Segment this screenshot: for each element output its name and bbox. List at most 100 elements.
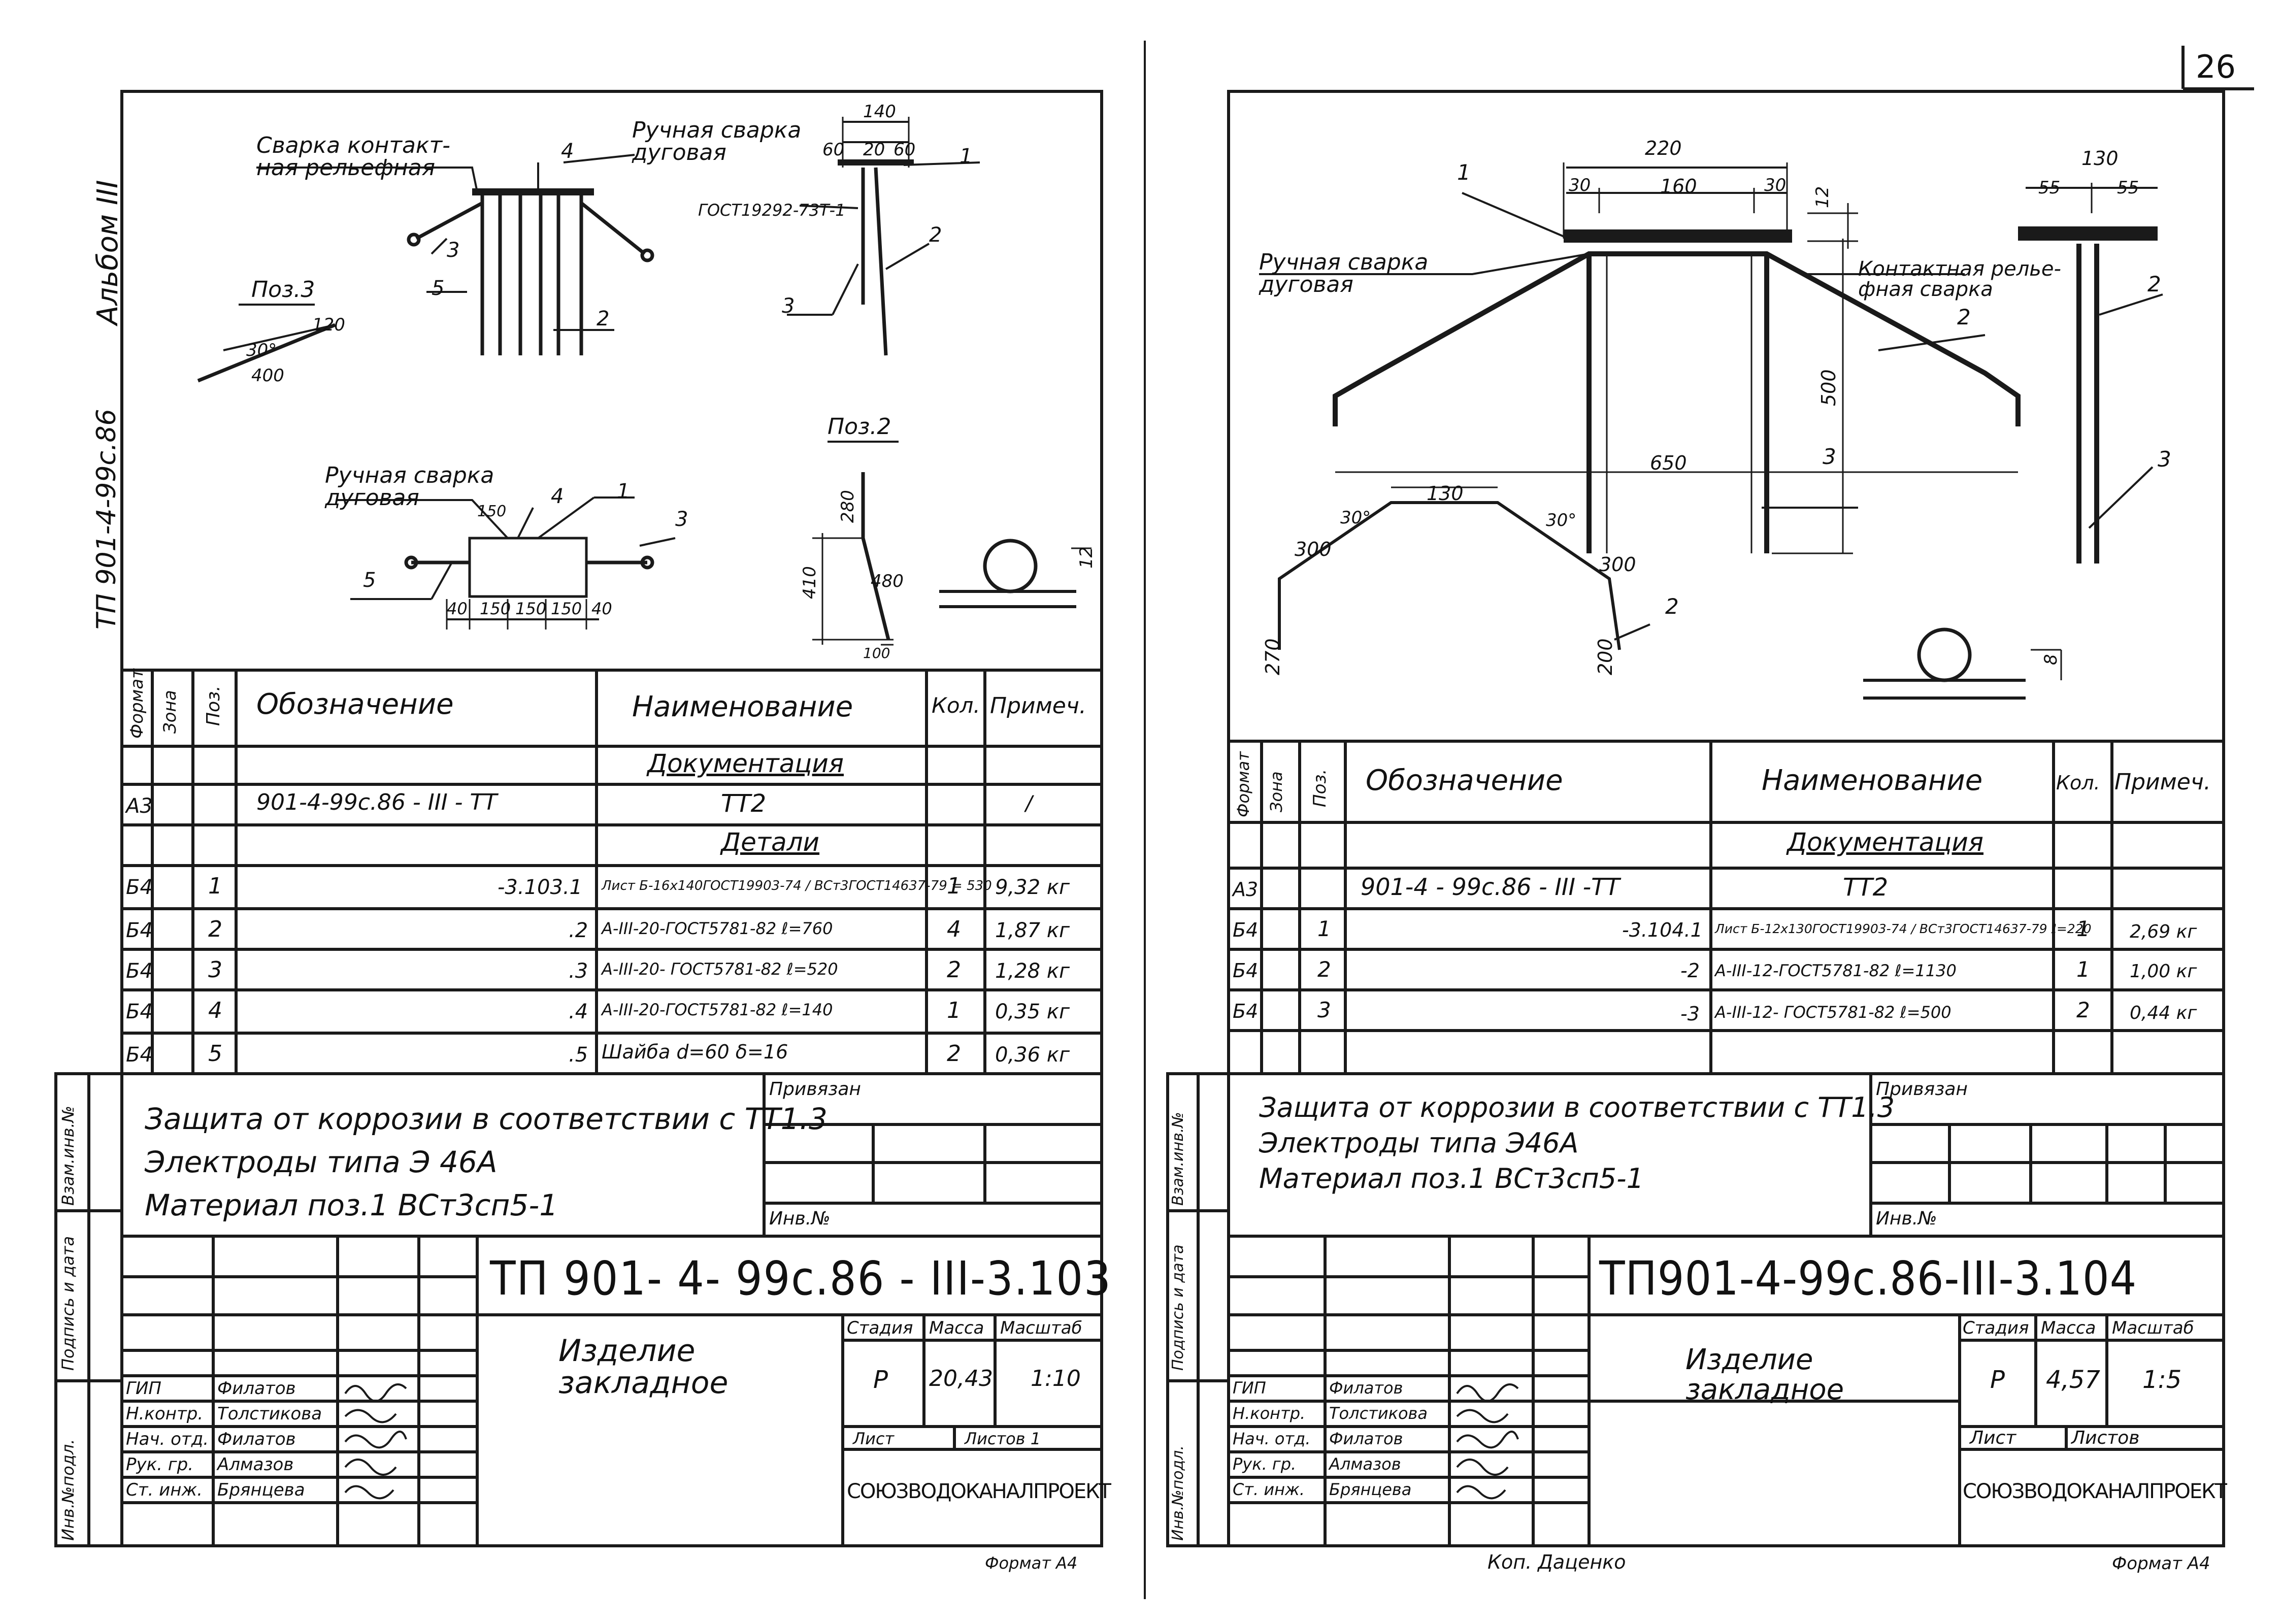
- signer-role-left-4: Ст. инж.: [126, 1480, 203, 1500]
- dim-30b: 30: [1764, 175, 1787, 195]
- label-gost-weld: ГОСТ19292-73Т-1: [698, 201, 846, 220]
- row-left-5-designation: .5: [569, 1043, 588, 1067]
- album-side-label: Альбом III: [91, 180, 124, 325]
- signer-name-left-4: Брянцева: [217, 1480, 305, 1500]
- spec-h-qty-left: Кол.: [932, 693, 980, 718]
- dim-400: 400: [251, 366, 284, 386]
- lead-2b: 2: [597, 307, 610, 330]
- dim-410: 410: [800, 566, 820, 599]
- row-right-3-qty: 2: [2076, 998, 2090, 1022]
- item-title-left: Изделие закладное: [558, 1333, 729, 1401]
- stage-right: Р: [1990, 1366, 2005, 1394]
- dim-60b: 60: [894, 140, 916, 160]
- dim-270: 270: [1262, 638, 1284, 675]
- signer-name-left-0: Филатов: [217, 1378, 296, 1399]
- row-right-3-name: А-III-12- ГОСТ5781-82 ℓ=500: [1715, 1003, 1952, 1022]
- row-left-2-qty: 4: [947, 916, 961, 942]
- row-left-1-note: 9,32 кг: [995, 876, 1070, 899]
- row-right-1-note: 2,69 кг: [2130, 921, 2197, 942]
- lead-2c-right: 2: [1665, 594, 1679, 619]
- dim-140: 140: [863, 102, 896, 122]
- dim-30deg: 30°: [246, 340, 277, 360]
- row-right-3-pos: 3: [1317, 998, 1331, 1022]
- spec-h-format-left: Формат: [127, 669, 147, 739]
- row-left-3-note: 1,28 кг: [995, 959, 1070, 983]
- label-weld-contact: Сварка контакт- ная рельефная: [256, 132, 451, 181]
- format-left: Формат А4: [985, 1553, 1078, 1573]
- dim-150top: 150: [477, 503, 507, 520]
- row-right-1-designation: -3.104.1: [1622, 919, 1703, 941]
- doc-code-left: ТП 901- 4- 99с.86 - III-3.103: [490, 1251, 1112, 1306]
- dim-130-top: 130: [2081, 147, 2119, 170]
- item-title-right: Изделие закладное: [1685, 1343, 1844, 1406]
- row-right-3-designation: -3: [1680, 1003, 1700, 1025]
- copied-by: Коп. Даценко: [1487, 1551, 1626, 1573]
- lead-4b: 4: [551, 485, 564, 508]
- signer-name-right-2: Филатов: [1329, 1429, 1403, 1448]
- dim-20: 20: [863, 140, 885, 160]
- row-left-2-format: Б4: [126, 919, 153, 942]
- signer-name-left-1: Толстикова: [217, 1404, 322, 1424]
- dim-160: 160: [1660, 175, 1697, 197]
- stage-h-right: Стадия: [1963, 1318, 2029, 1338]
- side-stamp-right-1: Подпись и дата: [1169, 1244, 1187, 1371]
- sheet-label-left: Лист: [853, 1429, 895, 1448]
- lead-2a-right: 2: [1957, 305, 1971, 329]
- row-left-3-designation: .3: [569, 959, 588, 983]
- dim-40b: 40: [591, 599, 612, 618]
- row-left-3-format: Б4: [126, 959, 153, 983]
- row-left-0-name: ТТ2: [721, 789, 767, 818]
- scale-right: 1:5: [2142, 1366, 2182, 1394]
- spec-h-pos-right: Поз.: [1310, 769, 1330, 807]
- row-right-2-name: А-III-12-ГОСТ5781-82 ℓ=1130: [1715, 961, 1957, 980]
- row-left-5-qty: 2: [947, 1041, 961, 1067]
- side-stamp-left-1: Подпись и дата: [58, 1236, 78, 1371]
- row-right-3-format: Б4: [1233, 1000, 1259, 1022]
- signer-name-right-3: Алмазов: [1329, 1454, 1401, 1474]
- privyazan-left: Привязан: [769, 1079, 861, 1100]
- note-left-1: Электроды типа Э 46А: [145, 1145, 498, 1179]
- row-right-2-pos: 2: [1317, 957, 1331, 982]
- row-left-0-designation: 901-4-99с.86 - III - ТТ: [256, 789, 498, 815]
- row-right-3-note: 0,44 кг: [2130, 1003, 2197, 1023]
- lead-5a: 5: [432, 277, 445, 300]
- row-left-2-designation: .2: [569, 919, 588, 942]
- dim-12-right: 12: [1812, 186, 1833, 208]
- lead-3b-right: 3: [2158, 447, 2171, 472]
- dim-150b: 150: [515, 599, 547, 618]
- section-docs-left: Документация: [647, 749, 844, 778]
- label-weld-contact-right: Контактная релье- фная сварка: [1858, 257, 2061, 301]
- dim-100: 100: [863, 645, 890, 661]
- signatures-left: [344, 1383, 407, 1500]
- signer-name-right-0: Филатов: [1329, 1378, 1403, 1398]
- spec-h-designation-left: Обозначение: [256, 688, 454, 721]
- row-left-3-name: А-III-20- ГОСТ5781-82 ℓ=520: [602, 959, 838, 979]
- sheets-label-right: Листов: [2071, 1428, 2140, 1448]
- lead-2b-right: 2: [2147, 272, 2161, 296]
- signer-role-left-1: Н.контр.: [126, 1404, 204, 1424]
- dim-130: 130: [1427, 482, 1464, 505]
- row-left-0-note: /: [1026, 792, 1033, 815]
- spec-h-note-left: Примеч.: [990, 693, 1086, 719]
- row-right-1-name: Лист Б-12х130ГОСТ19903-74 / ВСт3ГОСТ1463…: [1715, 921, 2092, 936]
- signer-role-left-3: Рук. гр.: [126, 1454, 194, 1475]
- dim-300a: 300: [1295, 538, 1332, 560]
- format-right: Формат А4: [2112, 1553, 2210, 1574]
- row-left-3-pos: 3: [208, 957, 222, 983]
- dim-220: 220: [1645, 137, 1682, 159]
- row-left-4-designation: .4: [569, 1000, 588, 1023]
- row-left-1-qty: 1: [947, 873, 961, 899]
- spec-h-zone-right: Зона: [1267, 771, 1286, 812]
- mass-h-right: Масса: [2041, 1318, 2096, 1338]
- signer-role-right-1: Н.контр.: [1233, 1404, 1306, 1423]
- row-left-5-format: Б4: [126, 1043, 153, 1067]
- dim-12: 12: [1076, 546, 1097, 569]
- side-stamp-left-0: Инв.№подл.: [58, 1439, 78, 1541]
- signer-role-right-0: ГИП: [1233, 1378, 1266, 1398]
- lead-1a: 1: [960, 145, 973, 168]
- signatures-right: [1456, 1383, 1519, 1500]
- label-weld-manual-bottom: Ручная сварка дуговая: [325, 462, 494, 511]
- dim-55b: 55: [2117, 178, 2139, 198]
- row-left-5-note: 0,36 кг: [995, 1043, 1070, 1067]
- row-left-4-format: Б4: [126, 1000, 153, 1023]
